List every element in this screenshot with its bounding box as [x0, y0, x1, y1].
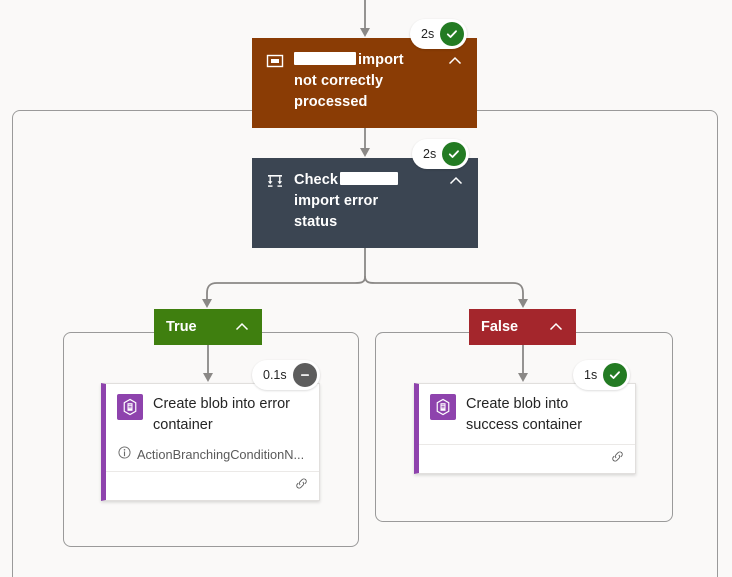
info-icon	[118, 446, 131, 462]
condition-title-line3: status	[294, 214, 338, 230]
condition-title-prefix: Check	[294, 172, 339, 188]
card-footer	[419, 444, 635, 473]
card-note-row: ActionBranchingConditionN...	[106, 444, 319, 471]
link-icon[interactable]	[610, 449, 625, 469]
condition-status-badge: 2s	[412, 139, 470, 169]
duration-label: 1s	[584, 368, 598, 382]
scope-title-line2: not correctly	[294, 73, 384, 89]
redacted-text-block	[340, 172, 399, 185]
condition-action-title: Check import error status	[294, 170, 438, 233]
check-icon	[603, 363, 628, 387]
duration-label: 2s	[423, 147, 437, 161]
scope-title-suffix: import	[358, 52, 404, 68]
azure-blob-icon	[117, 394, 143, 420]
minus-icon	[292, 363, 317, 387]
true-branch-header[interactable]: True	[154, 309, 262, 345]
card-body: Create blob into success container	[419, 384, 635, 444]
scope-action-title: import not correctly processed	[294, 50, 437, 113]
chevron-up-icon[interactable]	[548, 319, 564, 335]
card-note-text: ActionBranchingConditionN...	[137, 446, 305, 462]
duration-label: 2s	[421, 27, 435, 41]
chevron-up-icon[interactable]	[234, 319, 250, 335]
condition-branch-icon	[266, 172, 284, 190]
link-icon[interactable]	[294, 476, 309, 496]
false-branch-header[interactable]: False	[469, 309, 576, 345]
create-blob-error-card[interactable]: Create blob into error container ActionB…	[101, 383, 320, 501]
card-body: Create blob into error container	[106, 384, 319, 444]
check-icon	[442, 142, 467, 166]
card-footer	[106, 471, 319, 500]
true-branch-label: True	[166, 319, 197, 335]
check-icon	[440, 22, 465, 46]
false-branch-label: False	[481, 319, 519, 335]
chevron-up-icon[interactable]	[448, 173, 464, 189]
card-title: Create blob into error container	[153, 396, 291, 433]
create-blob-success-card[interactable]: Create blob into success container	[414, 383, 636, 474]
scope-icon	[266, 52, 284, 70]
condition-title-line2: import error	[294, 193, 379, 209]
scope-title-line3: processed	[294, 94, 368, 110]
condition-action-node[interactable]: Check import error status	[252, 158, 478, 248]
chevron-up-icon[interactable]	[447, 53, 463, 69]
redacted-text-block	[294, 52, 356, 65]
arrow-to-scope	[360, 28, 370, 37]
success-card-status-badge: 1s	[573, 360, 631, 390]
error-card-status-badge: 0.1s	[252, 360, 320, 390]
azure-blob-icon	[430, 394, 456, 420]
scope-action-node[interactable]: import not correctly processed	[252, 38, 477, 128]
scope-status-badge: 2s	[410, 19, 468, 49]
card-title: Create blob into success container	[466, 396, 583, 433]
duration-label: 0.1s	[263, 368, 287, 382]
